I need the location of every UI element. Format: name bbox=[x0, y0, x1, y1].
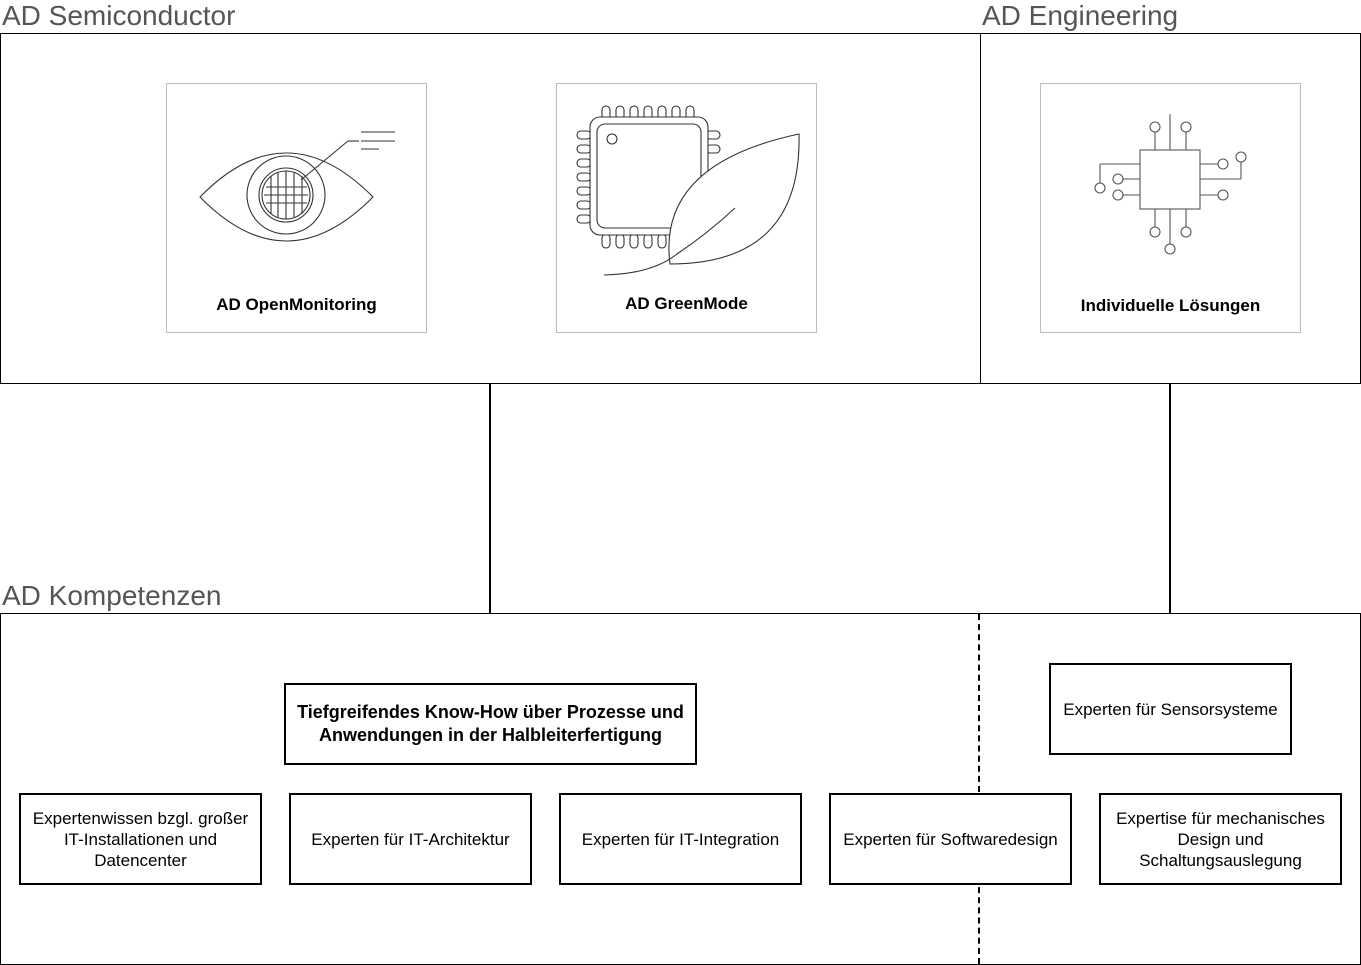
semiconductor-frame bbox=[0, 33, 981, 384]
circuit-chip-icon bbox=[1094, 114, 1247, 255]
chip-leaf-icon bbox=[576, 105, 800, 276]
competence-box-it-architektur[interactable]: Experten für IT-Architektur bbox=[289, 793, 532, 885]
competence-label-mechanisches-design: Expertise für mechanisches Design und Sc… bbox=[1116, 808, 1325, 870]
competence-box-softwaredesign[interactable]: Experten für Softwaredesign bbox=[829, 793, 1072, 885]
competence-box-sensorsysteme[interactable]: Experten für Sensorsysteme bbox=[1049, 663, 1292, 755]
competence-label-it-integration: Experten für IT-Integration bbox=[581, 829, 780, 849]
competence-label-it-architektur: Experten für IT-Architektur bbox=[311, 829, 510, 849]
competence-box-mechanisches-design[interactable]: Expertise für mechanisches Design und Sc… bbox=[1099, 793, 1342, 885]
connector-engineering bbox=[1169, 384, 1171, 613]
divider-dashed bbox=[978, 614, 980, 964]
connector-semiconductor bbox=[489, 384, 491, 613]
product-label-openmonitoring: AD OpenMonitoring bbox=[216, 295, 377, 314]
product-label-greenmode: AD GreenMode bbox=[625, 294, 748, 313]
competence-label-softwaredesign: Experten für Softwaredesign bbox=[843, 829, 1058, 849]
competence-box-know-how[interactable]: Tiefgreifendes Know-How über Prozesse un… bbox=[284, 683, 697, 765]
product-label-individuelle-loesungen: Individuelle Lösungen bbox=[1080, 296, 1261, 315]
eye-chip-icon bbox=[199, 131, 395, 242]
section-title-kompetenzen: AD Kompetenzen bbox=[2, 580, 222, 611]
product-card-openmonitoring[interactable]: AD OpenMonitoring bbox=[166, 83, 427, 333]
section-title-semiconductor: AD Semiconductor bbox=[2, 0, 236, 31]
competence-label-it-installationen: Expertenwissen bzgl. großer IT-Installat… bbox=[32, 808, 249, 870]
competence-box-it-installationen[interactable]: Expertenwissen bzgl. großer IT-Installat… bbox=[19, 793, 262, 885]
competence-box-it-integration[interactable]: Experten für IT-Integration bbox=[559, 793, 802, 885]
competence-label-know-how: Tiefgreifendes Know-How über Prozesse un… bbox=[297, 702, 684, 745]
product-card-individuelle-loesungen[interactable]: Individuelle Lösungen bbox=[1040, 83, 1301, 333]
product-card-greenmode[interactable]: AD GreenMode bbox=[556, 83, 817, 333]
section-title-engineering: AD Engineering bbox=[982, 0, 1179, 31]
competence-label-sensorsysteme: Experten für Sensorsysteme bbox=[1063, 699, 1278, 719]
